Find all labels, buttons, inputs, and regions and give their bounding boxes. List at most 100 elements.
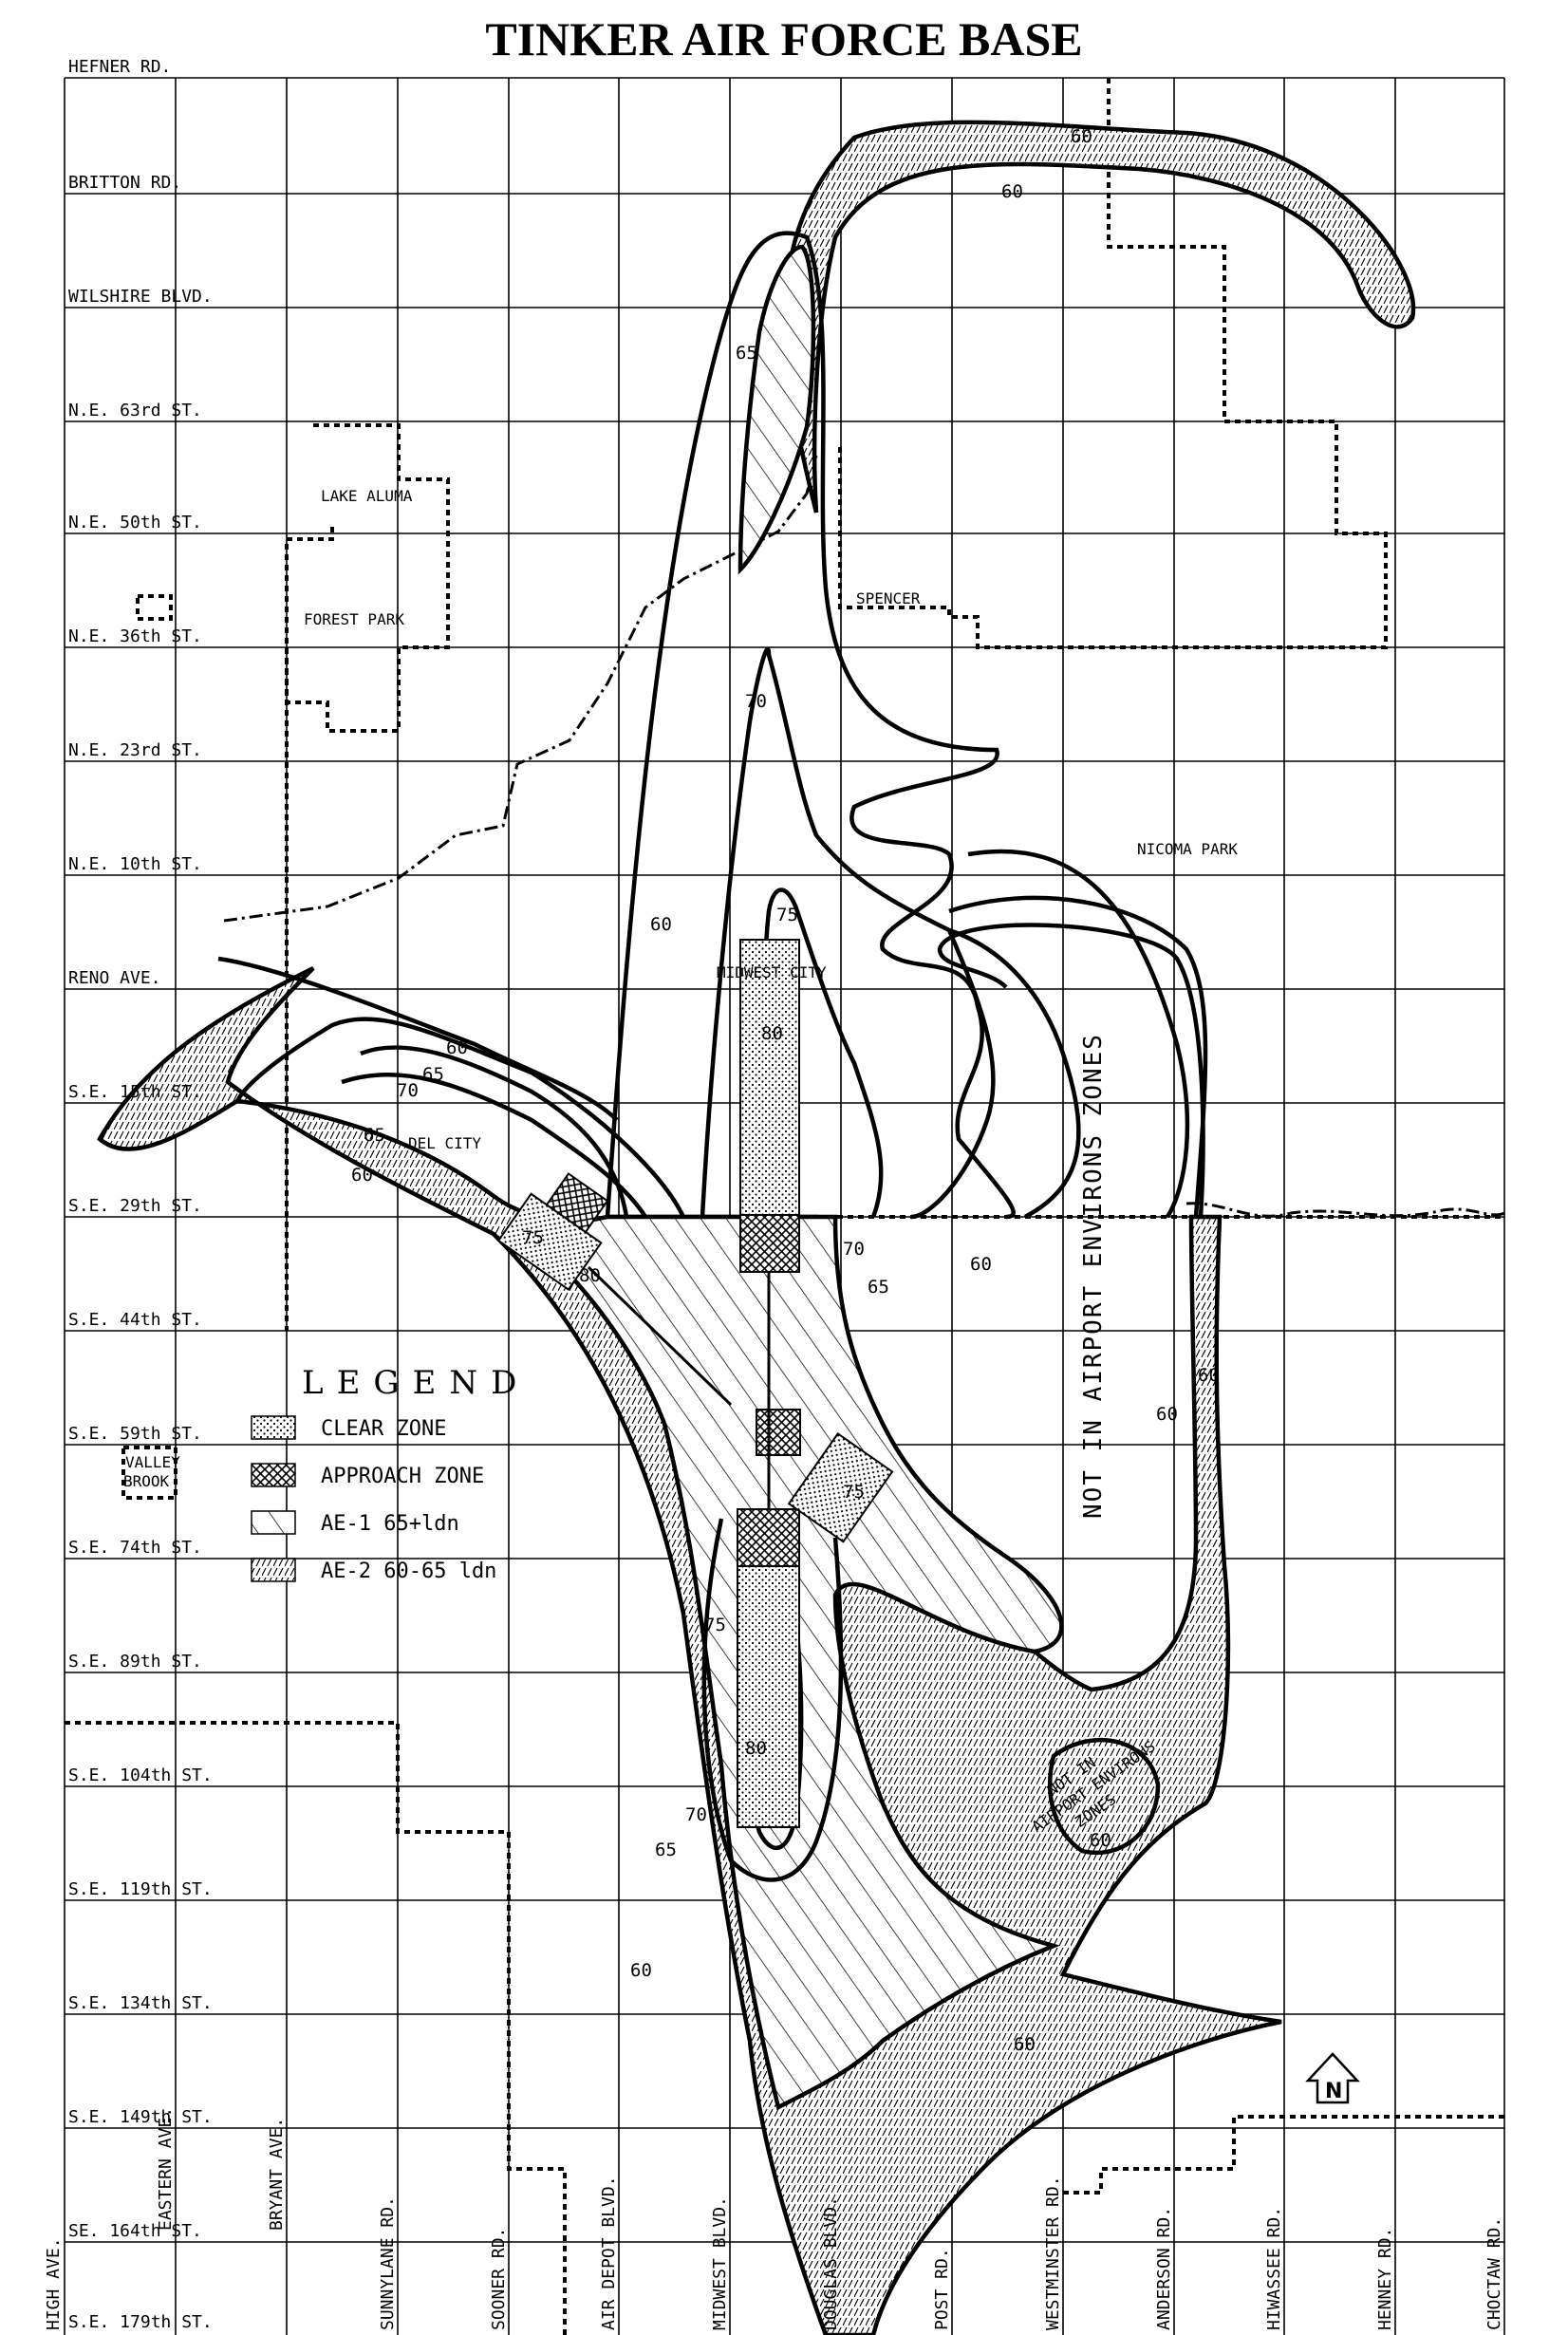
- street-label-se59: S.E. 59th ST.: [68, 1424, 202, 1444]
- contour-west-70: [360, 1045, 629, 1218]
- approach-zone-south: [737, 1508, 800, 1567]
- street-label-bryant: BRYANT AVE.: [267, 2118, 287, 2231]
- clear-zone-diagonal-se: [787, 1431, 894, 1543]
- south-boundary: [1185, 1202, 1505, 1218]
- street-label-se104: S.E. 104th ST.: [68, 1765, 213, 1785]
- north-arrow-icon: N: [1305, 2052, 1360, 2104]
- legend-heading: LEGEND: [302, 1364, 530, 1402]
- contour-label-60-west: 60: [650, 914, 672, 935]
- not-in-airport-environs-label: NOT IN AIRPORT ENVIRONS ZONES: [1079, 1033, 1108, 1519]
- contour-east-65: [948, 927, 1081, 1219]
- contour-label-60-sw: 60: [1014, 2034, 1036, 2055]
- street-label-ne23: N.E. 23rd ST.: [68, 740, 202, 760]
- street-label-anderson: ANDERSON RD.: [1154, 2207, 1174, 2330]
- contour-label-60-s: 60: [630, 1960, 652, 1981]
- contour-label-70-s: 70: [685, 1804, 707, 1825]
- street-label-se15: S.E. 15th ST.: [68, 1082, 202, 1102]
- contour-65-north: [700, 646, 996, 1220]
- approach-zone-north: [739, 1214, 800, 1273]
- street-label-post: POST RD.: [932, 2248, 952, 2330]
- street-label-reno: RENO AVE.: [68, 968, 161, 988]
- contour-arm-outer: [217, 956, 619, 1122]
- contour-label-60-island: 60: [1090, 1830, 1111, 1851]
- contour-label-65-s: 65: [655, 1840, 677, 1860]
- street-label-se119: S.E. 119th ST.: [68, 1879, 213, 1899]
- clear-zone-swatch: [251, 1415, 296, 1440]
- contour-label-60-e: 60: [970, 1254, 992, 1275]
- legend-label-ae2: AE-2 60-65 ldn: [321, 1560, 496, 1583]
- street-label-douglas: DOUGLAS BLVD.: [821, 2196, 841, 2330]
- runway-diagonal: [587, 1265, 733, 1407]
- approach-zone-swatch: [251, 1463, 296, 1487]
- noise-contours: [217, 231, 1208, 1882]
- contour-label-65-e: 65: [868, 1277, 889, 1298]
- place-midwest-city: MIDWEST CITY: [717, 963, 827, 981]
- street-label-ne63: N.E. 63rd ST.: [68, 401, 202, 420]
- contour-label-60-top: 60: [1071, 126, 1092, 147]
- street-label-se74: S.E. 74th ST.: [68, 1538, 202, 1558]
- street-label-hiwassee: HIWASSEE RD.: [1264, 2207, 1284, 2330]
- north-arrow-label: N: [1325, 2080, 1342, 2103]
- contour-label-60-far-e1: 60: [1198, 1365, 1220, 1386]
- contour-label-60-far-e2: 60: [1156, 1404, 1178, 1425]
- street-label-se149: S.E. 149th ST.: [68, 2107, 213, 2127]
- street-label-se29: S.E. 29th ST.: [68, 1196, 202, 1216]
- street-label-sunnylane: SUNNYLANE RD.: [378, 2196, 398, 2330]
- contour-label-75-north: 75: [776, 905, 798, 925]
- legend-label-clear-zone: CLEAR ZONE: [321, 1417, 446, 1441]
- contour-far-east-60: [948, 895, 1208, 1218]
- contour-label-80-north: 80: [761, 1023, 783, 1044]
- place-spencer: SPENCER: [856, 589, 921, 607]
- place-lake-aluma: LAKE ALUMA: [321, 487, 413, 505]
- contour-label-70-arm: 70: [397, 1080, 419, 1101]
- legend-item-clear-zone: CLEAR ZONE: [251, 1415, 446, 1441]
- street-label-midwest: MIDWEST BLVD.: [710, 2196, 730, 2330]
- place-valley-brook-line2: BROOK: [123, 1472, 170, 1490]
- approach-zone-diagonal-nw: [545, 1172, 609, 1234]
- place-forest-park: FOREST PARK: [304, 610, 404, 628]
- street-label-choctaw: CHOCTAW RD.: [1484, 2217, 1504, 2330]
- street-label-airdepot: AIR DEPOT BLVD.: [599, 2176, 619, 2330]
- street-labels: HEFNER RD. BRITTON RD. WILSHIRE BLVD. N.…: [68, 57, 213, 2332]
- contour-island-60: [1048, 1737, 1161, 1856]
- street-label-se89: S.E. 89th ST.: [68, 1652, 202, 1672]
- place-nicoma-park: NICOMA PARK: [1137, 840, 1238, 858]
- contour-label-60-arm2: 60: [351, 1165, 373, 1186]
- place-labels: LAKE ALUMA FOREST PARK SPENCER NICOMA PA…: [123, 487, 1238, 1490]
- street-label-eastern: EASTERN AVE.: [156, 2107, 176, 2231]
- contour-label-60-top2: 60: [1001, 181, 1023, 202]
- contour-label-75-se: 75: [843, 1482, 865, 1503]
- contour-label-75-s: 75: [704, 1615, 726, 1635]
- contour-labels: 60 60 65 70 60 75 80 60 65 70 65 60 75 8…: [351, 126, 1220, 2055]
- contour-label-65-arm: 65: [422, 1064, 444, 1085]
- contour-label-80-s: 80: [745, 1738, 767, 1759]
- place-valley-brook-line1: VALLEY: [125, 1453, 180, 1471]
- contour-south-70: [701, 1518, 844, 1882]
- contour-west-60: [234, 1017, 686, 1218]
- street-label-se164: SE. 164th ST.: [68, 2221, 202, 2241]
- street-label-ne36: N.E. 36th ST.: [68, 626, 202, 646]
- legend-label-ae1: AE-1 65+ldn: [321, 1512, 459, 1536]
- contour-label-70-e: 70: [843, 1239, 865, 1260]
- legend: LEGEND CLEAR ZONE APPROACH ZONE AE-1 65+…: [251, 1364, 530, 1583]
- street-label-ne10: N.E. 10th ST.: [68, 854, 202, 874]
- place-del-city: DEL CITY: [408, 1134, 481, 1152]
- legend-item-approach-zone: APPROACH ZONE: [251, 1463, 484, 1488]
- street-label-wilshire: WILSHIRE BLVD.: [68, 287, 213, 307]
- street-label-ne50: N.E. 50th ST.: [68, 513, 202, 532]
- approach-zone-center: [756, 1409, 801, 1456]
- street-label-se134: S.E. 134th ST.: [68, 1993, 213, 2013]
- street-label-sooner: SOONER RD.: [489, 2228, 509, 2330]
- clear-zone-north: [739, 939, 800, 1216]
- contour-label-75-sw: 75: [522, 1227, 544, 1248]
- street-label-westminster: WESTMINSTER RD.: [1043, 2176, 1063, 2330]
- runway-zones: [496, 939, 894, 1828]
- contour-east-60: [967, 849, 1190, 1219]
- contour-outer-east: [937, 923, 1205, 1218]
- street-label-britton: BRITTON RD.: [68, 173, 181, 193]
- contour-label-80-sw: 80: [579, 1265, 601, 1286]
- map-title: TINKER AIR FORCE BASE: [485, 12, 1083, 65]
- street-label-high: HIGH AVE.: [44, 2237, 64, 2330]
- ae1-swatch: [251, 1510, 296, 1535]
